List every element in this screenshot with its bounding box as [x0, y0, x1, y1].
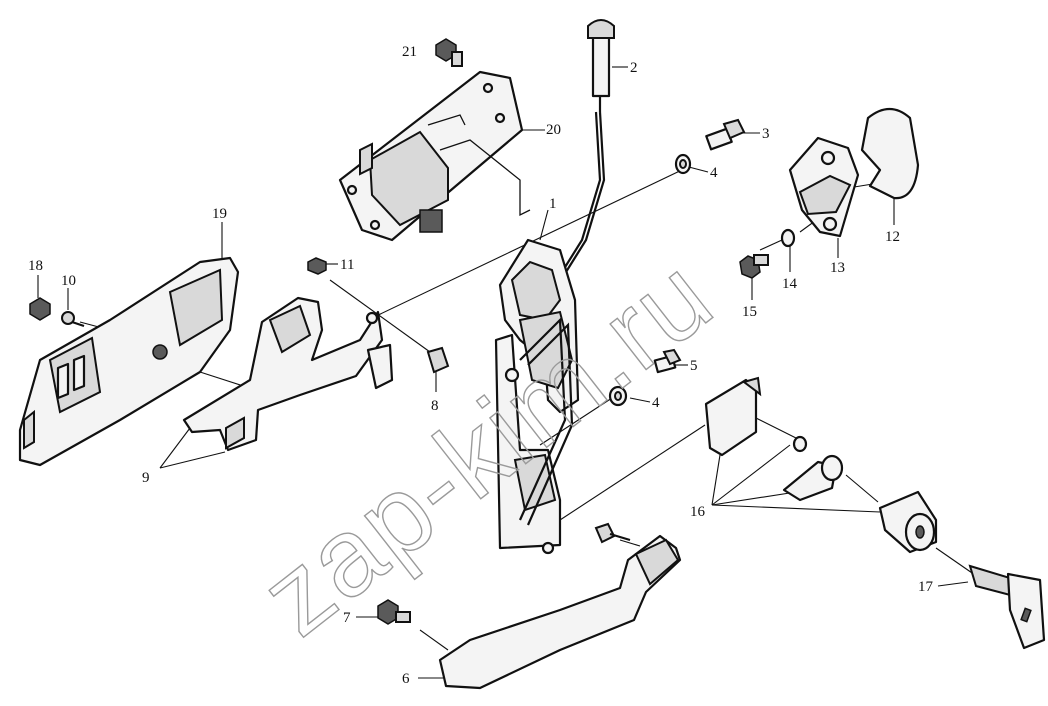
- part-3-bolt: [705, 118, 746, 151]
- part-9-inner-handle: [182, 296, 394, 452]
- part-16-lock-cylinder-set: [704, 376, 938, 554]
- callout-14: 14: [782, 276, 798, 292]
- callout-3: 3: [762, 126, 770, 142]
- part-7-bolt: [377, 599, 411, 625]
- part-19-inner-handle-bezel: [18, 256, 240, 467]
- callout-4-bottom: 4: [652, 395, 660, 411]
- callout-12: 12: [885, 229, 900, 245]
- callout-4-top: 4: [710, 165, 718, 181]
- callout-19: 19: [212, 206, 227, 222]
- part-21-bolt: [435, 38, 463, 67]
- callout-16: 16: [690, 504, 706, 520]
- part-6-outer-handle: [438, 522, 682, 690]
- callout-2: 2: [630, 60, 638, 76]
- part-20-actuator-bracket: [338, 70, 531, 242]
- callout-15: 15: [742, 304, 757, 320]
- part-4-washer-bottom: [608, 385, 628, 407]
- part-5-bolt: [653, 348, 682, 374]
- callout-21: 21: [402, 44, 417, 60]
- callout-18: 18: [28, 258, 43, 274]
- part-1-door-latch: [494, 238, 580, 555]
- part-17-key: [968, 564, 1046, 650]
- callout-8: 8: [431, 398, 439, 414]
- part-10-screw: [61, 311, 85, 328]
- watermark: zap-kim.ru: [239, 234, 735, 659]
- callout-7: 7: [343, 610, 351, 626]
- part-13-door-striker: [788, 136, 860, 238]
- part-14-washer: [780, 228, 796, 248]
- callout-6: 6: [402, 671, 410, 687]
- callout-5: 5: [690, 358, 698, 374]
- part-15-bolt: [739, 254, 769, 279]
- part-11-screw: [307, 257, 327, 275]
- part-12-striker-shim: [860, 107, 920, 200]
- part-18-cap: [29, 297, 51, 321]
- callout-11: 11: [340, 257, 354, 273]
- part-2-lock-pin: [587, 19, 615, 112]
- callout-10: 10: [61, 273, 76, 289]
- callout-labels: 1 2 3 4 4 5 6 7 8 9 10 11 12 13 14 15 16…: [28, 44, 934, 687]
- callout-17: 17: [918, 579, 934, 595]
- callout-20: 20: [546, 122, 561, 138]
- callout-13: 13: [830, 260, 845, 276]
- lock-rod: [561, 111, 606, 273]
- part-8-clip: [426, 346, 450, 374]
- callout-9: 9: [142, 470, 150, 486]
- part-4-washer-top: [674, 153, 692, 175]
- callout-1: 1: [549, 196, 557, 212]
